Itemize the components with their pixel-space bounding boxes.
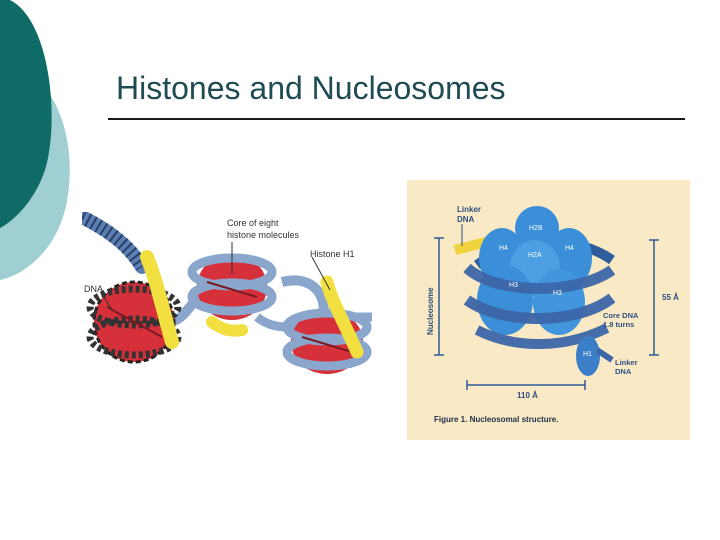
h2b-blob [515,206,559,250]
chromatin-illustration: Core of eight histone molecules Histone … [82,212,372,374]
h2a-label: H2A [528,252,542,259]
h3-right-label: H3 [553,290,562,297]
dim-55-label: 55 Å [662,293,679,302]
histone-h1-1 [140,250,179,349]
h4-left-label: H4 [499,245,508,252]
core-dna-front-1 [463,263,616,294]
linker-dna-bottom-band [595,347,614,363]
dim-110-label: 110 Å [517,391,538,400]
h1-label-line [311,256,331,291]
core-dna-label-2: 1.8 turns [603,320,634,329]
nucleosome-structure-diagram: Nucleosome Linker DNA H2B H4 H4 H2A H3 H… [407,180,690,440]
title-underline [108,118,685,120]
core-dna-front-3 [474,323,610,349]
histone-h1-label: Histone H1 [310,249,355,259]
core-label-line2: histone molecules [227,230,300,240]
h2b-label: H2B [529,225,543,232]
nucleosome-2 [187,253,277,320]
teal-dark-shape [0,0,52,228]
figure-caption: Figure 1. Nucleosomal structure. [434,415,558,424]
linker-dna-top-label-2: DNA [457,215,475,224]
corner-decoration [0,0,70,280]
nucleosome-label: Nucleosome [426,287,435,335]
h3-left-label: H3 [509,282,518,289]
dna-label: DNA [84,284,103,294]
histone-h1-2 [206,316,248,337]
core-dna-label-1: Core DNA [603,311,639,320]
linker-dna-bottom-label-1: Linker [615,358,638,367]
h1-label: H1 [583,351,592,358]
h4-right-label: H4 [565,245,574,252]
core-dna-front-2 [463,293,616,324]
core-label-line1: Core of eight [227,218,279,228]
slide-title: Histones and Nucleosomes [116,70,506,106]
dna-strand-top-stripes [82,212,149,271]
h1-blob [576,336,600,376]
linker-dna-top-label-1: Linker [457,205,481,214]
linker-dna-bottom-label-2: DNA [615,367,632,376]
dna-label-line [101,293,113,311]
